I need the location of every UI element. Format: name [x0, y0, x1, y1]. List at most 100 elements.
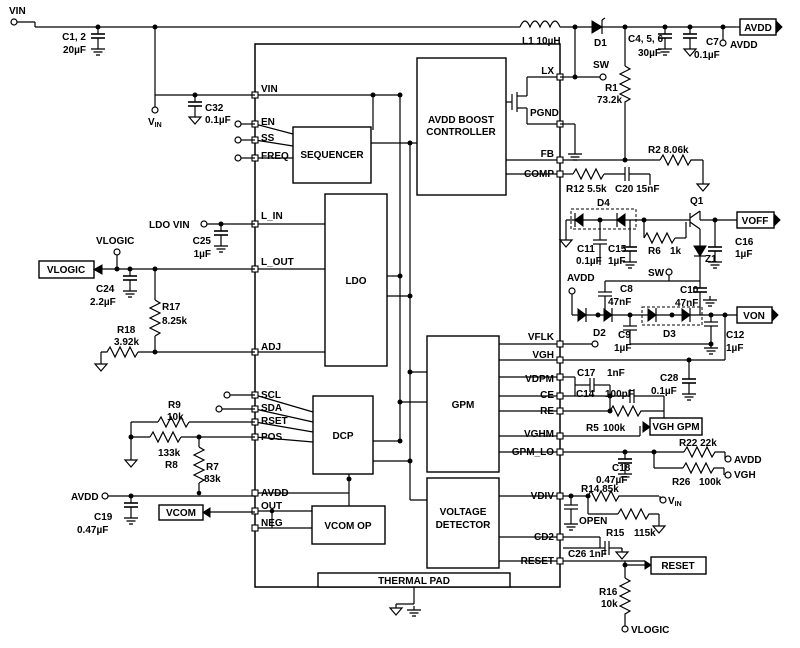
avdd-boost-controller-block — [416, 57, 507, 196]
von-pump: AVDD D2 C8 47nF D3 C9 1µF — [563, 273, 779, 401]
net-vin-top: VIN — [9, 6, 26, 17]
r5-value: 100k — [603, 423, 626, 434]
flag-vgh-gpm: VGH GPM — [652, 422, 699, 433]
net-avdd-top: AVDD — [730, 40, 758, 51]
net-vgh-right: VGH — [734, 470, 756, 481]
c7-value: 0.1µF — [694, 50, 720, 61]
vcom-op-label: VCOM OP — [324, 521, 372, 532]
pin-vdiv: VDIV — [531, 491, 555, 502]
pin-en: EN — [261, 117, 275, 128]
c17-value: 1nF — [607, 368, 625, 379]
c18-value: 0.47µF — [596, 475, 627, 486]
sequencer-block — [292, 126, 372, 184]
dcp-label: DCP — [332, 431, 353, 442]
r8-name: R8 — [165, 460, 178, 471]
c1-value: 20µF — [63, 45, 86, 56]
r15-name: R15 — [606, 528, 625, 539]
thermal-pad-label: THERMAL PAD — [378, 576, 450, 587]
net-vin-node: VIN — [148, 117, 162, 129]
pin-pos: POS — [261, 432, 282, 443]
net-sw1: SW — [593, 60, 610, 71]
c8-name: C8 — [620, 284, 633, 295]
vd-label-1: VOLTAGE — [440, 507, 487, 518]
ldo-input: LDO VIN C25 1µF — [149, 220, 255, 260]
r18-name: R18 — [117, 325, 136, 336]
net-vlogic-bot: VLOGIC — [631, 625, 669, 636]
flag-reset: RESET — [661, 561, 694, 572]
d2-label: D2 — [593, 328, 606, 339]
r26-name: R26 — [672, 477, 691, 488]
pin-vflk: VFLK — [528, 332, 555, 343]
pin-gpm-lo: GPM_LO — [512, 447, 554, 458]
pin-rset: RSET — [261, 416, 288, 427]
c10-name: C10 — [680, 285, 699, 296]
c11-name: C11 — [577, 244, 595, 255]
c4-name: C4, 5, 6 — [628, 34, 663, 45]
left-pin-wires — [254, 123, 349, 529]
ldo-label: LDO — [345, 276, 366, 287]
c24-value: 2.2µF — [90, 297, 116, 308]
r12-label: R12 5.5k — [566, 184, 607, 195]
c16-name: C16 — [735, 237, 754, 248]
c20-label: C20 15nF — [615, 184, 659, 195]
pin-comp: COMP — [524, 169, 554, 180]
r1-value: 73.2k — [597, 95, 622, 106]
d3-label: D3 — [663, 329, 676, 340]
net-avdd-right: AVDD — [734, 455, 762, 466]
sequencer-label: SEQUENCER — [300, 150, 364, 161]
internal-buses — [255, 92, 427, 506]
ic-outline — [254, 43, 561, 588]
pin-avdd: AVDD — [261, 488, 289, 499]
pin-neg: NEG — [261, 518, 283, 529]
boost-label-2: CONTROLLER — [426, 127, 496, 138]
flag-von: VON — [743, 311, 765, 322]
pin-vdpm: VDPM — [525, 374, 554, 385]
vd-peripherals: R14 85k VIN OPEN R15 115k C26 1nF RESET — [563, 484, 707, 636]
net-sw2: SW — [648, 268, 665, 279]
c14-name: C14 — [576, 389, 595, 400]
gpm-peripherals: C17 1nF C14 100pF R5 100k VGH GPM C18 0.… — [563, 340, 762, 488]
c9-name: C9 — [618, 330, 631, 341]
c9-value: 1µF — [614, 343, 631, 354]
net-vlogic-top: VLOGIC — [96, 236, 134, 247]
open-label: OPEN — [579, 516, 607, 527]
c11-value: 0.1µF — [576, 256, 602, 267]
pin-ss: SS — [261, 133, 275, 144]
flag-voff: VOFF — [742, 216, 769, 227]
d1-label: D1 — [594, 38, 607, 49]
r22-label: R22 22k — [679, 438, 717, 449]
dcp-inputs: R9 10k 133k R8 R7 83k — [124, 391, 255, 493]
c12-value: 1µF — [726, 343, 743, 354]
pin-pgnd: PGND — [530, 108, 559, 119]
boost-mosfet — [506, 76, 560, 125]
pin-re: RE — [540, 406, 554, 417]
r26-value: 100k — [699, 477, 722, 488]
pin-vghm: VGHM — [524, 429, 554, 440]
c4-value: 30µF — [638, 48, 661, 59]
c1-name: C1, 2 — [62, 32, 86, 43]
c26-label: C26 1nF — [568, 549, 607, 560]
pin-sda: SDA — [261, 403, 282, 414]
gpm-label: GPM — [452, 400, 475, 411]
boost-label-1: AVDD BOOST — [428, 115, 494, 126]
pin-vin: VIN — [261, 84, 278, 95]
r14-label: R14 85k — [581, 484, 619, 495]
c8-value: 47nF — [608, 297, 631, 308]
pin-l-in: L_IN — [261, 211, 283, 222]
l1-label: L1 10µH — [522, 36, 561, 47]
right-pin-wires — [499, 159, 560, 562]
c7-name: C7 — [706, 37, 719, 48]
r17-name: R17 — [162, 302, 181, 313]
pin-scl: SCL — [261, 390, 281, 401]
pin-vgh: VGH — [532, 350, 554, 361]
r6-value: 1k — [670, 246, 682, 257]
r17-value: 8.25k — [162, 316, 187, 327]
r18-value: 3.92k — [114, 337, 139, 348]
q1-label: Q1 — [690, 196, 704, 207]
c24-name: C24 — [96, 284, 115, 295]
pin-freq: FREQ — [261, 151, 289, 162]
net-avdd-mid: AVDD — [567, 273, 595, 284]
boost-power-path: VIN C1, 2 20µF VIN C32 0.1µF L1 10µH SW — [9, 6, 758, 195]
r16-name: R16 — [599, 587, 618, 598]
